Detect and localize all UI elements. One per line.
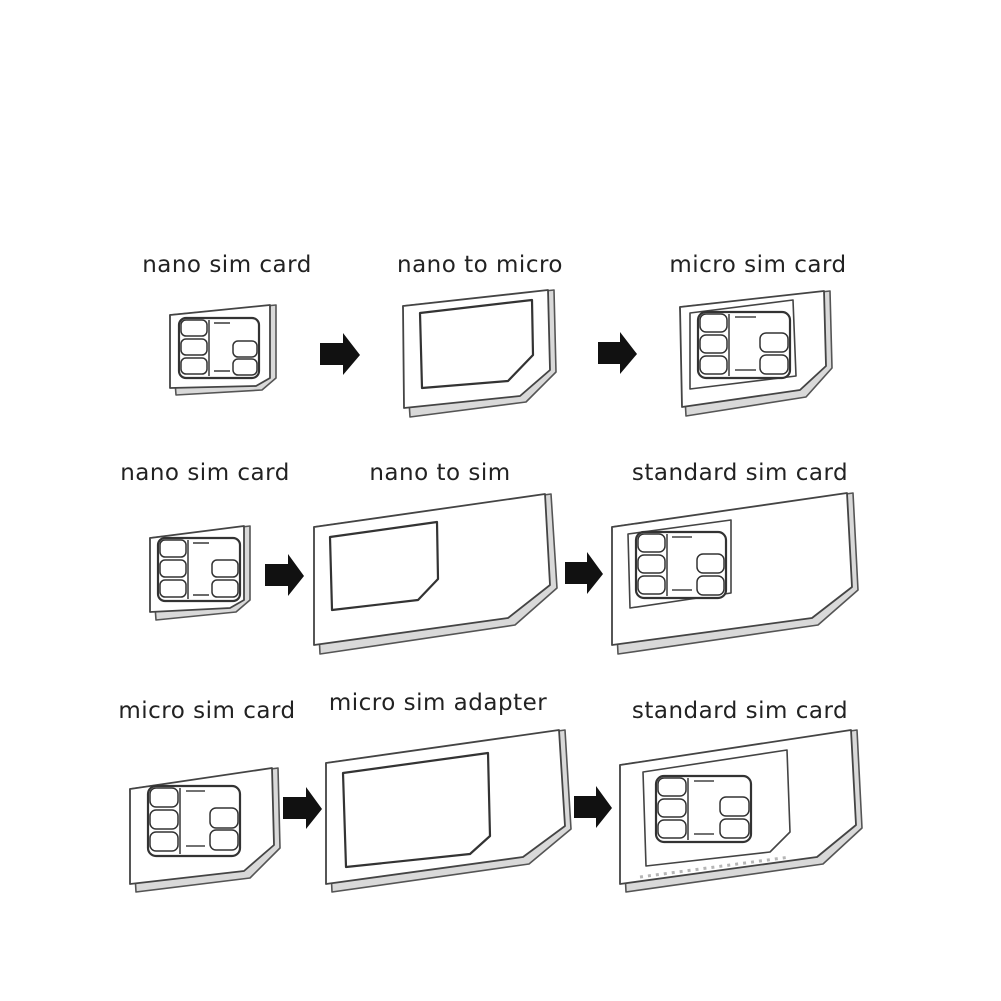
- label-row1-nano-to-micro: nano to micro: [397, 252, 563, 278]
- right-arrow-icon: [598, 332, 637, 374]
- micro-sim-card-row1: [679, 290, 833, 417]
- right-arrow-icon: [265, 554, 304, 596]
- label-row3-standard-sim-card: standard sim card: [631, 698, 849, 724]
- sim-chip-icon: [180, 319, 258, 376]
- micro-sim-card-row3: [129, 767, 281, 893]
- sim-chip-icon: [657, 777, 750, 840]
- label-row2-nano-sim-card: nano sim card: [120, 460, 290, 486]
- perforation-marks: [639, 855, 791, 879]
- right-arrow-icon: [574, 786, 612, 828]
- label-row3-micro-sim-card: micro sim card: [118, 698, 296, 724]
- label-row1-micro-sim-card: micro sim card: [669, 252, 847, 278]
- nano-to-micro-adapter: [402, 289, 557, 418]
- label-row1-nano-sim-card: nano sim card: [142, 252, 312, 278]
- right-arrow-icon: [565, 552, 603, 594]
- label-row2-standard-sim-card: standard sim card: [631, 460, 849, 486]
- nano-sim-card-row2: [149, 525, 251, 621]
- nano-to-sim-adapter: [313, 493, 558, 655]
- label-row3-micro-sim-adapter: micro sim adapter: [328, 690, 548, 716]
- nano-sim-card-row1: [169, 304, 277, 396]
- sim-chip-icon: [637, 533, 725, 596]
- right-arrow-icon: [320, 333, 360, 375]
- micro-sim-adapter: [325, 729, 572, 893]
- sim-chip-icon: [699, 313, 789, 376]
- label-row2-nano-to-sim: nano to sim: [369, 460, 511, 486]
- right-arrow-icon: [283, 787, 322, 829]
- sim-chip-icon: [149, 787, 239, 854]
- standard-sim-card-row2: [611, 492, 859, 655]
- sim-chip-icon: [159, 539, 239, 599]
- standard-sim-card-row3: [619, 729, 863, 893]
